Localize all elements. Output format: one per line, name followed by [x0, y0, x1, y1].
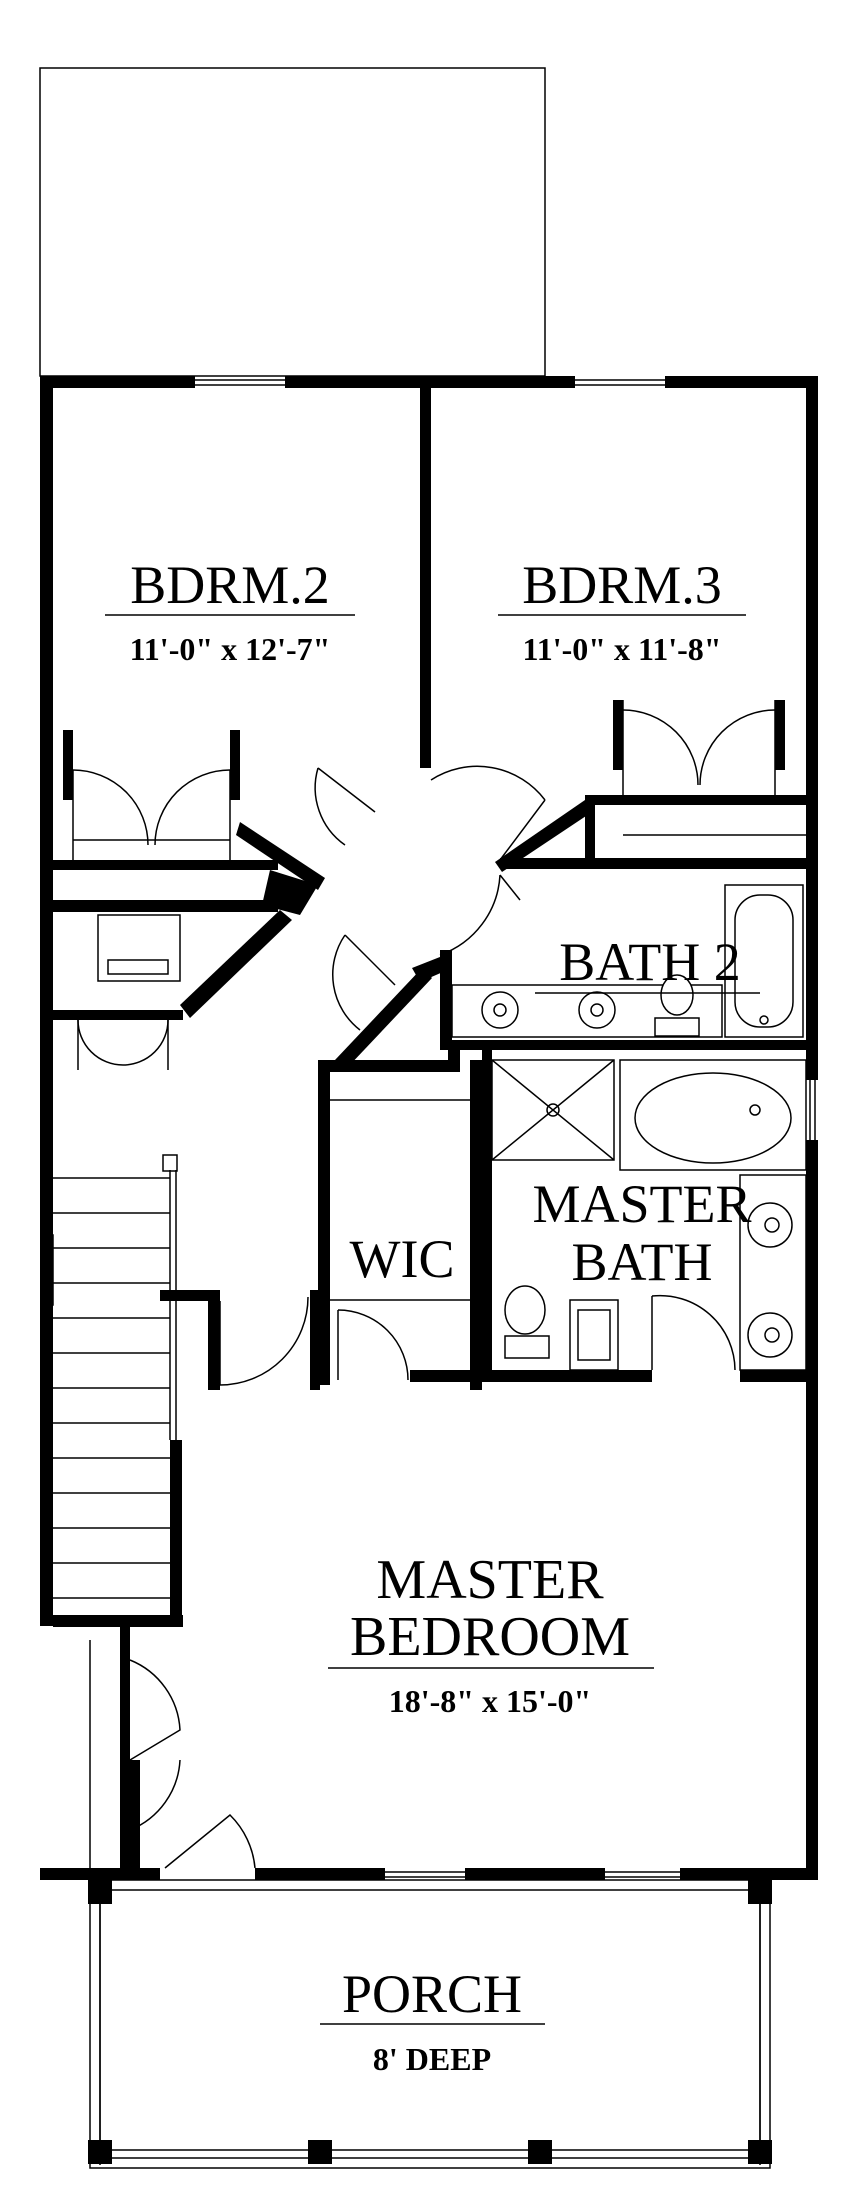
linen-closet [77, 914, 181, 1070]
master-bath-fixtures [491, 1059, 807, 1371]
hall-doors [314, 765, 546, 1031]
wic-name: WIC [350, 1229, 455, 1289]
bdrm2-dims: 11'-0" x 12'-7" [130, 631, 331, 667]
bdrm3-name: BDRM.3 [522, 555, 722, 615]
upper-deck-outline [39, 67, 546, 377]
master-bedroom-dims: 18'-8" x 15'-0" [389, 1683, 592, 1719]
porch-name: PORCH [342, 1964, 522, 2024]
exterior-walls [40, 376, 818, 1880]
stairs [44, 1154, 178, 1599]
master-bath-name-line1: MASTER [532, 1174, 751, 1234]
bdrm2-closet-doors [63, 730, 240, 860]
hall-door [219, 1296, 309, 1386]
porch-dims: 8' DEEP [373, 2041, 491, 2077]
bath2-name: BATH 2 [559, 932, 741, 992]
bdrm3-closet-doors [613, 700, 806, 836]
entry-closet [89, 1640, 256, 1869]
master-bath-name-line2: BATH [571, 1232, 712, 1292]
interior-walls [53, 388, 806, 1872]
master-bedroom-name-line2: BEDROOM [350, 1606, 630, 1668]
wic-fixtures [330, 1099, 470, 1381]
porch [88, 1879, 772, 2169]
master-bedroom-name-line1: MASTER [376, 1549, 604, 1611]
bdrm2-name: BDRM.2 [130, 555, 330, 615]
bdrm3-dims: 11'-0" x 11'-8" [522, 631, 721, 667]
bath2-fixtures [451, 884, 804, 1038]
